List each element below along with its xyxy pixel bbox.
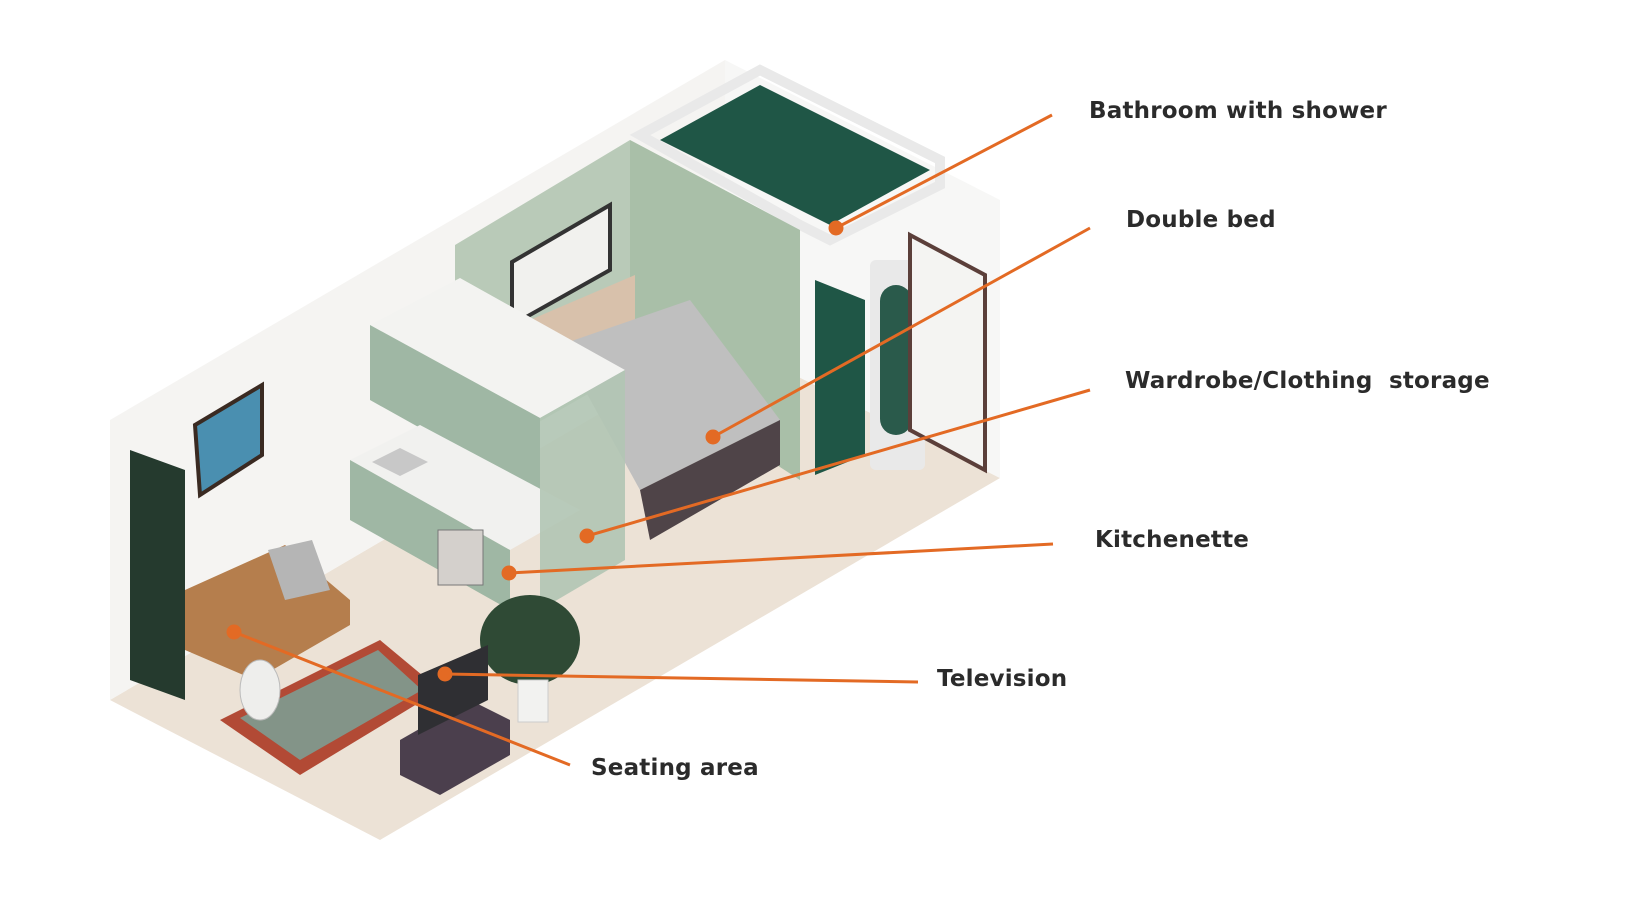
marker-wardrobe [579, 528, 595, 544]
plant-pot [517, 679, 549, 723]
label-wardrobe: Wardrobe/Clothing storage [1125, 368, 1490, 394]
upper-cabinets-top [370, 278, 625, 418]
bathroom-floor [660, 85, 930, 225]
label-kitchenette: Kitchenette [1095, 527, 1250, 553]
marker-bed [705, 429, 721, 445]
leader-wardrobe [586, 388, 1091, 538]
marker-bathroom [828, 220, 844, 236]
side-table [239, 659, 281, 721]
entry-door [908, 231, 987, 474]
leader-television [444, 672, 919, 684]
rug-pattern [240, 650, 422, 760]
cushion [268, 540, 330, 600]
tall-cabinet [540, 370, 625, 610]
leader-kitchenette [508, 542, 1054, 575]
marker-kitchenette [501, 565, 517, 581]
plant [480, 595, 580, 685]
label-seating: Seating area [591, 755, 759, 781]
curtain [130, 450, 185, 700]
leader-bed [712, 226, 1091, 439]
label-television: Television [937, 666, 1068, 692]
label-bathroom: Bathroom with shower [1089, 98, 1387, 124]
sink [372, 448, 428, 476]
leader-lines [226, 113, 1091, 767]
label-bed: Double bed [1126, 207, 1276, 233]
bathroom-wall [629, 64, 945, 246]
tv-stand [400, 700, 510, 795]
leader-bathroom [835, 113, 1053, 230]
oven [437, 529, 484, 586]
leader-seating [233, 630, 571, 767]
mirror [880, 285, 912, 435]
left-artwork [192, 381, 264, 499]
marker-seating [226, 624, 242, 640]
marker-television [437, 666, 453, 682]
bathroom-doorway [815, 280, 865, 475]
upper-cabinets [370, 325, 540, 495]
wall-artwork [510, 201, 612, 329]
